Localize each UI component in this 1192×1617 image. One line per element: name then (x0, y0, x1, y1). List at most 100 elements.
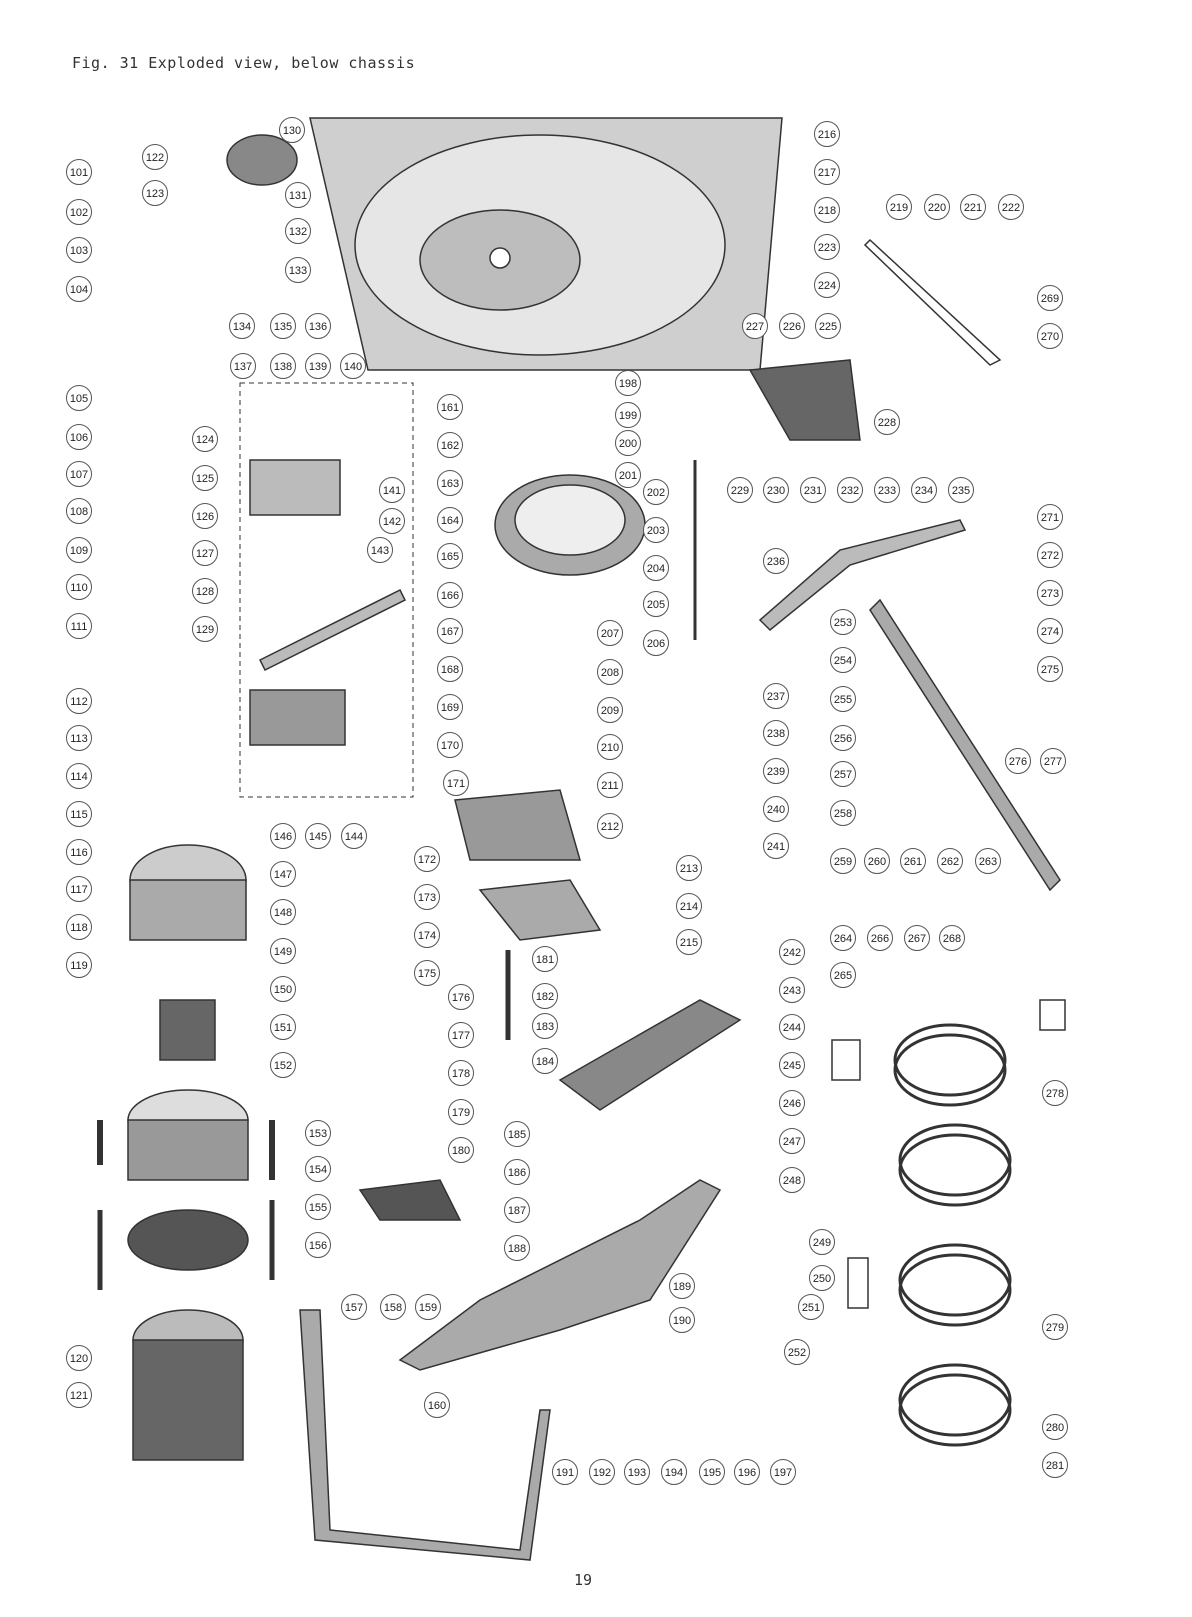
part-callout-150: 150 (270, 976, 296, 1002)
part-callout-177: 177 (448, 1022, 474, 1048)
part-callout-132: 132 (285, 218, 311, 244)
part-callout-214: 214 (676, 893, 702, 919)
part-callout-108: 108 (66, 498, 92, 524)
part-callout-267: 267 (904, 925, 930, 951)
part-callout-196: 196 (734, 1459, 760, 1485)
part-callout-118: 118 (66, 914, 92, 940)
part-callout-113: 113 (66, 725, 92, 751)
part-callout-168: 168 (437, 656, 463, 682)
part-callout-144: 144 (341, 823, 367, 849)
part-callout-210: 210 (597, 734, 623, 760)
part-callout-109: 109 (66, 537, 92, 563)
part-callout-106: 106 (66, 424, 92, 450)
part-callout-221: 221 (960, 194, 986, 220)
part-callout-107: 107 (66, 461, 92, 487)
part-callout-244: 244 (779, 1014, 805, 1040)
part-callout-224: 224 (814, 272, 840, 298)
part-callout-122: 122 (142, 144, 168, 170)
part-callout-138: 138 (270, 353, 296, 379)
part-callout-281: 281 (1042, 1452, 1068, 1478)
part-callout-184: 184 (532, 1048, 558, 1074)
part-callout-104: 104 (66, 276, 92, 302)
part-callout-275: 275 (1037, 656, 1063, 682)
part-callout-165: 165 (437, 543, 463, 569)
part-callout-139: 139 (305, 353, 331, 379)
part-callout-209: 209 (597, 697, 623, 723)
part-callout-134: 134 (229, 313, 255, 339)
part-callout-218: 218 (814, 197, 840, 223)
part-callout-131: 131 (285, 182, 311, 208)
part-callout-272: 272 (1037, 542, 1063, 568)
part-callout-241: 241 (763, 833, 789, 859)
part-callout-217: 217 (814, 159, 840, 185)
part-callout-250: 250 (809, 1265, 835, 1291)
part-callout-103: 103 (66, 237, 92, 263)
part-callout-280: 280 (1042, 1414, 1068, 1440)
part-callout-207: 207 (597, 620, 623, 646)
part-callout-149: 149 (270, 938, 296, 964)
part-callout-223: 223 (814, 234, 840, 260)
part-callout-200: 200 (615, 430, 641, 456)
part-callout-130: 130 (279, 117, 305, 143)
part-callout-235: 235 (948, 477, 974, 503)
part-callout-116: 116 (66, 839, 92, 865)
assembly-group-outline (239, 382, 414, 798)
part-callout-198: 198 (615, 370, 641, 396)
part-callout-257: 257 (830, 761, 856, 787)
part-callout-233: 233 (874, 477, 900, 503)
part-callout-140: 140 (340, 353, 366, 379)
part-callout-240: 240 (763, 796, 789, 822)
part-callout-264: 264 (830, 925, 856, 951)
part-callout-135: 135 (270, 313, 296, 339)
part-callout-125: 125 (192, 465, 218, 491)
part-callout-164: 164 (437, 507, 463, 533)
part-callout-225: 225 (815, 313, 841, 339)
part-callout-160: 160 (424, 1392, 450, 1418)
part-callout-146: 146 (270, 823, 296, 849)
part-callout-147: 147 (270, 861, 296, 887)
part-callout-145: 145 (305, 823, 331, 849)
part-callout-174: 174 (414, 922, 440, 948)
part-callout-167: 167 (437, 618, 463, 644)
part-callout-212: 212 (597, 813, 623, 839)
part-callout-141: 141 (379, 477, 405, 503)
part-callout-204: 204 (643, 555, 669, 581)
part-callout-246: 246 (779, 1090, 805, 1116)
part-callout-189: 189 (669, 1273, 695, 1299)
part-callout-114: 114 (66, 763, 92, 789)
part-callout-185: 185 (504, 1121, 530, 1147)
part-callout-188: 188 (504, 1235, 530, 1261)
part-callout-155: 155 (305, 1194, 331, 1220)
part-callout-245: 245 (779, 1052, 805, 1078)
part-callout-262: 262 (937, 848, 963, 874)
part-callout-194: 194 (661, 1459, 687, 1485)
part-callout-234: 234 (911, 477, 937, 503)
part-callout-268: 268 (939, 925, 965, 951)
part-callout-180: 180 (448, 1137, 474, 1163)
part-callout-205: 205 (643, 591, 669, 617)
part-callout-261: 261 (900, 848, 926, 874)
part-callout-243: 243 (779, 977, 805, 1003)
part-callout-192: 192 (589, 1459, 615, 1485)
part-callout-179: 179 (448, 1099, 474, 1125)
part-callout-248: 248 (779, 1167, 805, 1193)
part-callout-278: 278 (1042, 1080, 1068, 1106)
part-callout-254: 254 (830, 647, 856, 673)
part-callout-258: 258 (830, 800, 856, 826)
part-callout-208: 208 (597, 659, 623, 685)
part-callout-117: 117 (66, 876, 92, 902)
part-callout-169: 169 (437, 694, 463, 720)
part-callout-249: 249 (809, 1229, 835, 1255)
part-callout-136: 136 (305, 313, 331, 339)
part-callout-102: 102 (66, 199, 92, 225)
part-callout-215: 215 (676, 929, 702, 955)
part-callout-187: 187 (504, 1197, 530, 1223)
part-callout-211: 211 (597, 772, 623, 798)
cable-249 (898, 1243, 1012, 1317)
part-callout-128: 128 (192, 578, 218, 604)
part-callout-226: 226 (779, 313, 805, 339)
part-callout-119: 119 (66, 952, 92, 978)
part-callout-231: 231 (800, 477, 826, 503)
part-callout-191: 191 (552, 1459, 578, 1485)
